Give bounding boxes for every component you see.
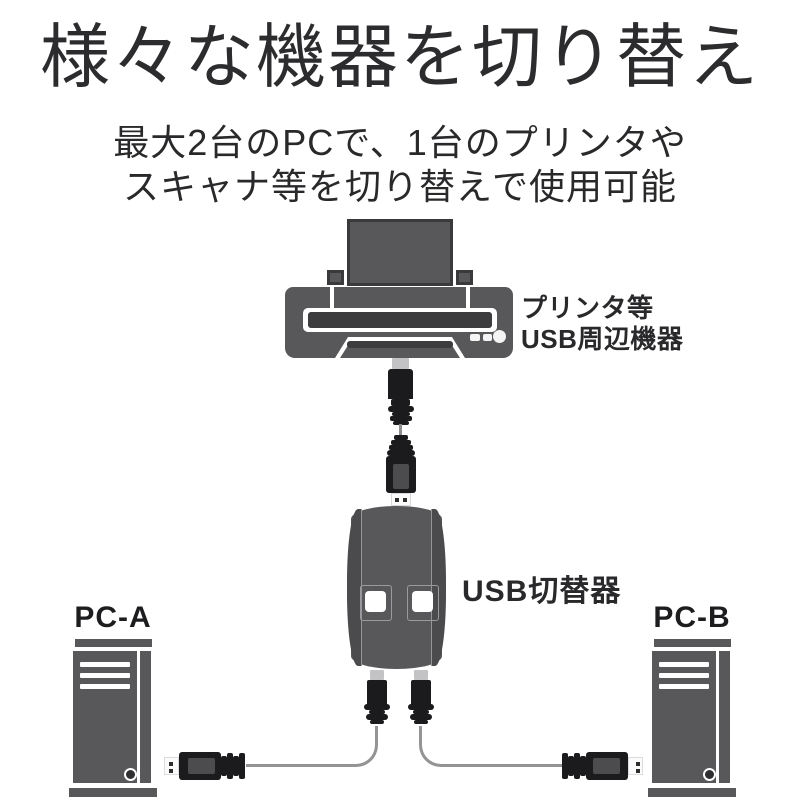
tower-body xyxy=(73,651,137,783)
mini-usb-tip xyxy=(370,670,384,680)
tower-vent xyxy=(659,662,709,667)
page-title: 様々な機器を切り替え xyxy=(40,18,760,96)
tower-vent xyxy=(80,662,130,667)
tower-top-cap xyxy=(654,639,731,647)
printer-icon xyxy=(284,218,516,359)
tower-vent xyxy=(659,684,709,689)
usb-cable-icon xyxy=(246,726,378,767)
usb-b-plug-body xyxy=(388,369,413,399)
strain-relief xyxy=(393,421,409,425)
switch-select-button-b xyxy=(412,591,433,612)
printer-button xyxy=(483,334,492,341)
mini-usb-body xyxy=(367,680,387,704)
printer-paper-support-left xyxy=(327,270,344,285)
strain-relief xyxy=(239,753,245,779)
tower-vent xyxy=(80,673,130,678)
usb-contact-hole xyxy=(636,769,640,773)
page-subtitle: 最大2台のPCで、1台のプリンタや スキャナ等を切り替えで使用可能 xyxy=(0,121,800,209)
strain-relief xyxy=(413,710,429,714)
strain-relief xyxy=(366,714,388,720)
switch-body xyxy=(351,506,442,669)
usb-a-plug-tip xyxy=(164,757,179,775)
strain-relief xyxy=(387,450,415,456)
strain-relief xyxy=(233,756,239,776)
pc-b-label: PC-B xyxy=(653,601,731,634)
usb-contact-hole xyxy=(636,762,640,766)
tower-side-panel xyxy=(719,651,730,783)
power-button xyxy=(126,770,135,779)
strain-relief xyxy=(414,720,428,724)
usb-cable-icon xyxy=(384,355,418,507)
tower-vent xyxy=(80,684,130,689)
mini-usb-tip xyxy=(414,670,428,680)
tower-base xyxy=(69,788,157,797)
usb-b-plug-icon xyxy=(392,358,409,369)
usb-a-plug-inner xyxy=(188,758,215,774)
printer-button xyxy=(470,334,480,341)
strain-relief xyxy=(227,753,233,779)
mini-usb-plug-icon xyxy=(407,669,435,727)
strain-relief xyxy=(364,704,390,710)
strain-relief xyxy=(389,445,413,450)
switch-button-panel-right xyxy=(407,585,439,621)
pc-tower-icon: PC-A xyxy=(69,601,157,798)
strain-relief xyxy=(410,714,432,720)
usb-a-plug-tip xyxy=(628,757,643,775)
strain-relief xyxy=(408,704,434,710)
subtitle-line-1: 最大2台のPCで、1台のプリンタや xyxy=(113,122,687,163)
usb-contact-hole xyxy=(169,769,173,773)
usb-switch-icon xyxy=(347,506,446,669)
printer-feed-slot-bar xyxy=(308,312,492,328)
usb-cable-icon xyxy=(419,726,565,767)
usb-a-plug-tip xyxy=(391,493,411,506)
cable-cord xyxy=(399,424,402,437)
plug-neck xyxy=(391,399,410,406)
power-button xyxy=(705,770,714,779)
strain-relief xyxy=(391,440,411,445)
strain-relief xyxy=(394,435,408,440)
printer-paper xyxy=(347,219,453,286)
switch-label: USB切替器 xyxy=(462,575,622,608)
printer-feed-slot xyxy=(303,308,497,332)
usb-a-plug-inner xyxy=(593,758,620,774)
printer-label-line-2: USB周辺機器 xyxy=(521,323,684,354)
tower-side-panel xyxy=(140,651,151,783)
strain-relief xyxy=(580,756,586,776)
strain-relief xyxy=(574,753,580,779)
printer-paper-support-right xyxy=(456,270,473,285)
mini-usb-body xyxy=(411,680,431,704)
pc-a-label: PC-A xyxy=(74,601,152,634)
tower-body xyxy=(652,651,716,783)
tower-top-cap xyxy=(75,639,152,647)
switch-button-panel-left xyxy=(360,585,392,621)
strain-relief xyxy=(562,753,568,779)
pc-tower-icon: PC-B xyxy=(648,601,736,798)
tower-base xyxy=(648,788,736,797)
strain-relief xyxy=(388,406,414,412)
printer-label: プリンタ等 USB周辺機器 xyxy=(521,293,683,354)
printer-power-light xyxy=(493,330,506,343)
usb-a-plug-icon xyxy=(562,752,646,780)
strain-relief xyxy=(369,710,385,714)
usb-contact-hole xyxy=(395,498,399,502)
strain-relief xyxy=(392,412,410,416)
subtitle-line-2: スキャナ等を切り替えで使用可能 xyxy=(123,165,677,207)
switch-select-button-a xyxy=(365,591,386,612)
strain-relief xyxy=(568,756,574,776)
usb-contact-hole xyxy=(403,498,407,502)
printer-label-line-1: プリンタ等 xyxy=(521,293,654,323)
usb-a-plug-icon xyxy=(164,752,248,780)
usb-contact-hole xyxy=(169,762,173,766)
printer-tray-gap-left xyxy=(330,287,334,310)
tower-vent xyxy=(659,673,709,678)
strain-relief xyxy=(390,416,412,421)
usb-a-plug-inner xyxy=(393,464,409,489)
strain-relief xyxy=(370,720,384,724)
printer-output-slot xyxy=(347,341,453,348)
strain-relief xyxy=(221,756,227,776)
printer-tray-gap-right xyxy=(466,287,470,310)
mini-usb-plug-icon xyxy=(363,669,391,727)
